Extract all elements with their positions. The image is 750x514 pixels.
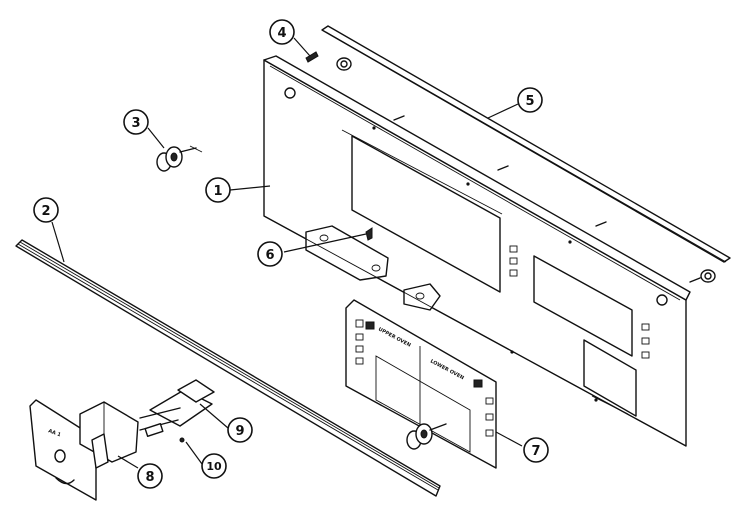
- callout-8: 8: [137, 463, 163, 489]
- svg-text:5: 5: [525, 94, 534, 109]
- svg-text:4: 4: [277, 26, 286, 41]
- callout-2: 2: [33, 197, 59, 223]
- switch-bracket-part-8: AA 1: [29, 399, 139, 501]
- svg-text:7: 7: [531, 444, 540, 459]
- control-overlay: UPPER OVEN LOWER OVEN: [345, 299, 497, 469]
- switch-assembly-part-9: [139, 379, 215, 437]
- callout-10: 10: [201, 453, 227, 479]
- svg-text:3: 3: [131, 116, 140, 131]
- svg-text:AA 1: AA 1: [47, 428, 62, 438]
- callout-4: 4: [269, 19, 295, 45]
- fastener-part-10: [179, 437, 185, 443]
- svg-text:2: 2: [41, 204, 50, 219]
- top-trim-strip: [321, 25, 731, 263]
- callout-1: 1: [205, 177, 231, 203]
- screw-part-4: [305, 51, 319, 63]
- callout-3: 3: [123, 109, 149, 135]
- selector-knob: [406, 423, 447, 450]
- callout-7: 7: [523, 437, 549, 463]
- grommets: [336, 57, 716, 283]
- svg-text:8: 8: [145, 470, 154, 485]
- svg-text:10: 10: [206, 460, 222, 473]
- control-panel: [263, 55, 691, 447]
- leader-lines: [51, 37, 523, 469]
- trim-screws: [393, 115, 607, 227]
- svg-text:6: 6: [265, 248, 274, 263]
- svg-text:9: 9: [235, 424, 244, 439]
- callout-6: 6: [257, 241, 283, 267]
- rotary-switch-part-3: [156, 145, 203, 172]
- gasket-strip: [15, 239, 441, 497]
- screw-part-6: [365, 227, 373, 241]
- callout-9: 9: [227, 417, 253, 443]
- callout-5: 5: [517, 87, 543, 113]
- svg-text:1: 1: [213, 184, 222, 199]
